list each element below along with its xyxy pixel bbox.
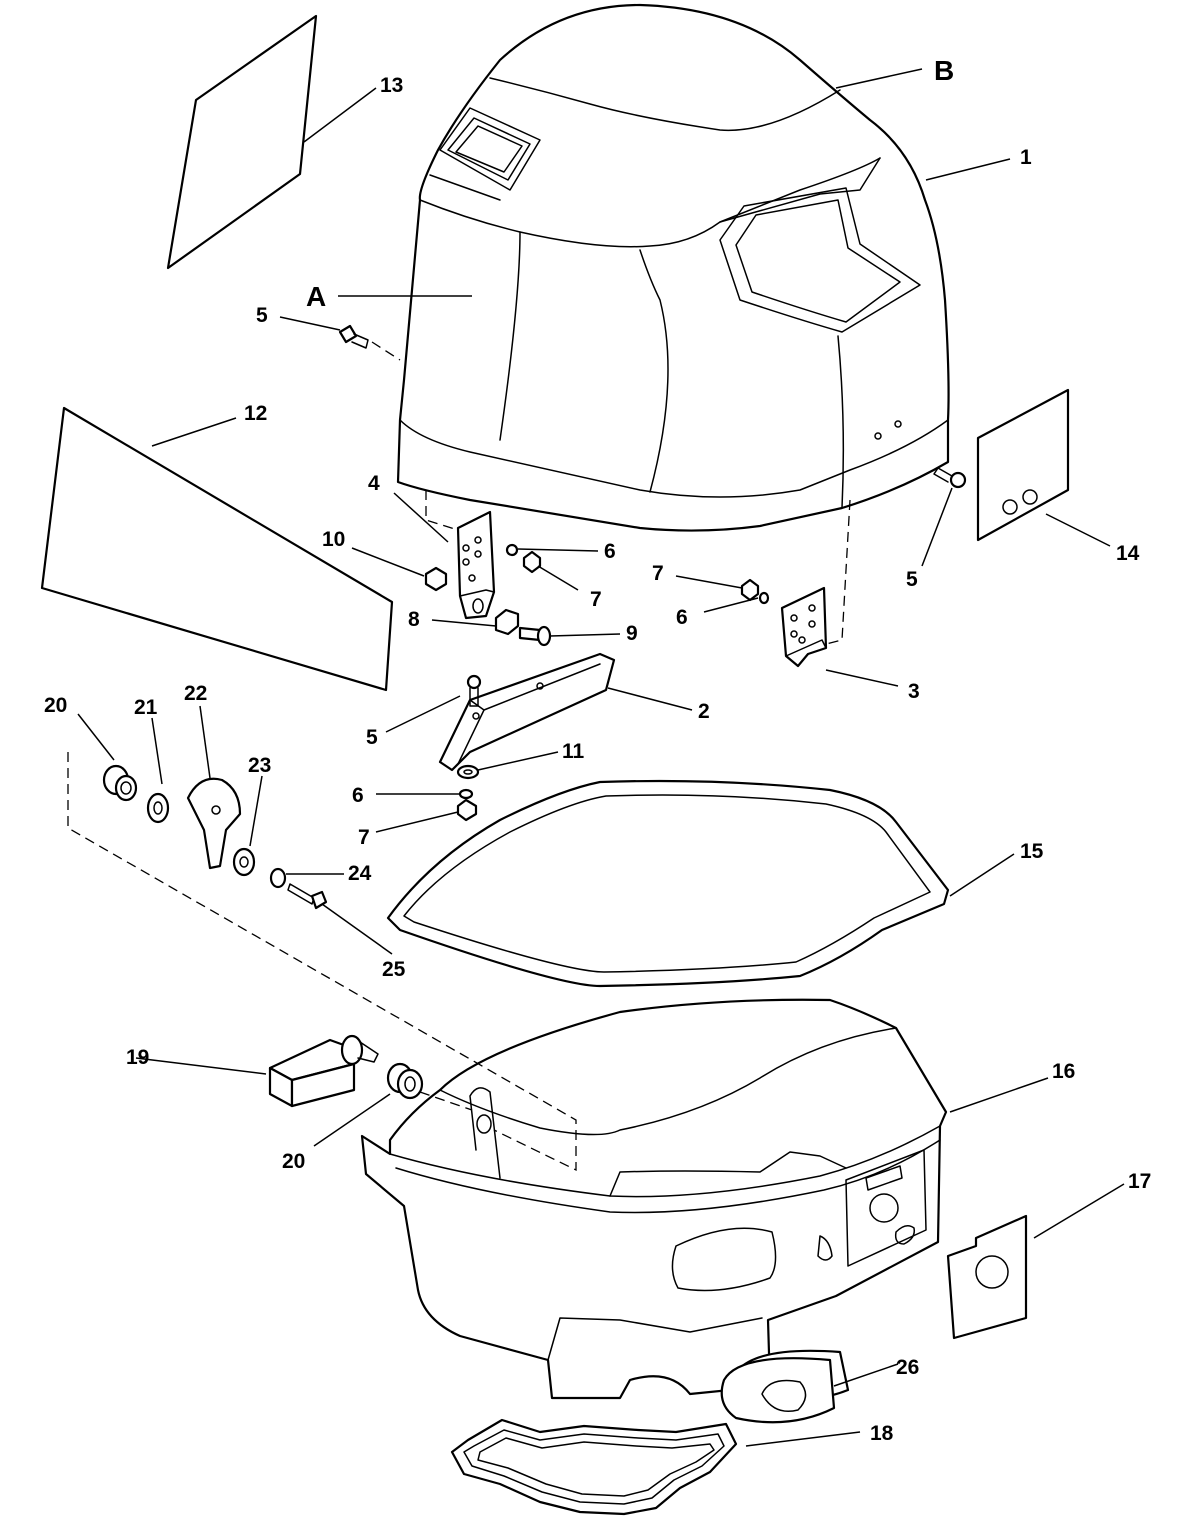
- alignment-lines: [67, 341, 851, 1172]
- callout-23: 23: [248, 754, 271, 777]
- nut-7-a: [522, 550, 542, 574]
- leader-lines: [77, 68, 1125, 1447]
- bracket-3: [780, 586, 828, 668]
- decal-14: [976, 388, 1070, 542]
- decal-13: [166, 14, 318, 270]
- callout-6-a: 6: [604, 540, 616, 563]
- callout-11: 11: [562, 740, 585, 763]
- callout-18: 18: [870, 1422, 894, 1445]
- screw-5-top: [338, 324, 369, 349]
- washer-6-a: [505, 543, 519, 557]
- callout-3: 3: [908, 680, 920, 703]
- decal-17: [946, 1214, 1028, 1340]
- grommet-26: [720, 1349, 850, 1424]
- bushing-20-b: [386, 1062, 424, 1100]
- screw-5-right: [933, 467, 967, 489]
- callout-24: 24: [348, 862, 372, 885]
- callout-4: 4: [368, 472, 380, 495]
- spacer-8: [494, 608, 520, 636]
- top-cowl: [396, 3, 950, 532]
- screw-5-latch: [466, 674, 482, 707]
- screw-25: [287, 883, 328, 910]
- callout-15: 15: [1020, 840, 1044, 863]
- callout-7-a: 7: [590, 588, 602, 611]
- washer-23: [232, 847, 256, 877]
- callout-7-b: 7: [652, 562, 664, 585]
- callout-22: 22: [184, 682, 207, 705]
- callout-20-b: 20: [282, 1150, 305, 1173]
- decal-12: [40, 406, 394, 692]
- gasket-18: [450, 1418, 738, 1516]
- callout-1: 1: [1020, 146, 1032, 169]
- callout-6-c: 6: [352, 784, 364, 807]
- bottom-cowl: [360, 998, 948, 1400]
- bolt-9: [518, 625, 552, 647]
- lever-22: [186, 777, 242, 870]
- callout-labels: B A 1 13 5 12 4 10 6 7 7 6 8 9 5 14 2 3 …: [44, 55, 1151, 1445]
- callout-14: 14: [1116, 542, 1140, 565]
- callout-13: 13: [380, 74, 403, 97]
- lever-19: [268, 1034, 379, 1108]
- bushing-20-a: [102, 764, 138, 802]
- latch-2: [438, 652, 616, 772]
- nut-7-c: [456, 798, 478, 822]
- callout-B: B: [934, 55, 954, 86]
- callout-26: 26: [896, 1356, 919, 1379]
- callout-7-c: 7: [358, 826, 370, 849]
- nut-10: [424, 566, 448, 592]
- callout-8: 8: [408, 608, 420, 631]
- washer-11: [456, 764, 480, 780]
- washer-6-b: [758, 591, 770, 605]
- callout-20-a: 20: [44, 694, 67, 717]
- callout-12: 12: [244, 402, 267, 425]
- callout-5-top: 5: [256, 304, 268, 327]
- bracket-4: [456, 510, 496, 620]
- callout-5-right: 5: [906, 568, 918, 591]
- washer-24: [269, 867, 287, 889]
- washer-6-c: [458, 788, 474, 800]
- callout-19: 19: [126, 1046, 149, 1069]
- callout-5-latch: 5: [366, 726, 378, 749]
- callout-17: 17: [1128, 1170, 1151, 1193]
- callout-2: 2: [698, 700, 710, 723]
- washer-21: [146, 792, 170, 824]
- callout-21: 21: [134, 696, 158, 719]
- callout-16: 16: [1052, 1060, 1075, 1083]
- seal-15: [386, 779, 950, 988]
- callout-A: A: [306, 281, 326, 312]
- callout-9: 9: [626, 622, 638, 645]
- callout-10: 10: [322, 528, 345, 551]
- nut-7-b: [740, 578, 760, 602]
- callout-25: 25: [382, 958, 406, 981]
- callout-6-b: 6: [676, 606, 688, 629]
